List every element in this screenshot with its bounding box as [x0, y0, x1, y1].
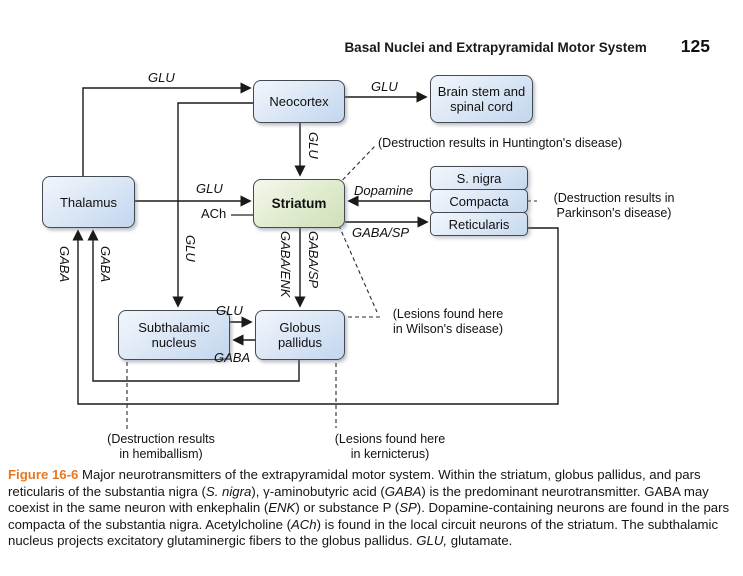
edge-label-gaba-sp-vertical: GABA/SP [306, 231, 321, 289]
box-striatum-label: Striatum [271, 196, 327, 211]
box-neocortex-label: Neocortex [269, 94, 329, 109]
box-snigra-compacta: Compacta [430, 189, 528, 213]
annotation-parkinson: (Destruction results in Parkinson's dise… [538, 191, 690, 221]
box-thalamus-label: Thalamus [59, 194, 118, 210]
snigra-reticularis-label: Reticularis [448, 216, 510, 232]
annotation-huntington: (Destruction results in Huntington's dis… [378, 136, 623, 150]
annotation-wilson-line1: (Lesions found here [392, 307, 504, 321]
annotation-wilson: (Lesions found here in Wilson's disease) [386, 307, 510, 337]
annotation-parkinson-line2: Parkinson's disease) [556, 206, 672, 220]
box-brainstem: Brain stem and spinal cord [430, 75, 533, 123]
arrow-thalamus-to-neocortex [82, 82, 252, 176]
edge-label-glu-thalamus-neocortex: GLU [148, 70, 175, 85]
box-brainstem-line1: Brain stem and [437, 84, 526, 99]
snigra-compacta-label: Compacta [449, 193, 509, 209]
edge-label-gaba-outer-loop: GABA [57, 246, 72, 283]
box-globus-pallidus: Globus pallidus [255, 310, 345, 360]
annotation-wilson-line2: in Wilson's disease) [392, 322, 504, 336]
edge-label-ach: ACh [201, 206, 227, 221]
edge-label-glu-subthalamic-globus: GLU [216, 303, 243, 318]
page-number: 125 [680, 36, 710, 56]
box-thalamus: Thalamus [42, 176, 135, 228]
edge-label-gaba-sp-horizontal: GABA/SP [352, 225, 410, 240]
annotation-hemiballism-line1: (Destruction results [107, 432, 215, 446]
page-header: Basal Nuclei and Extrapyramidal Motor Sy… [344, 36, 710, 57]
box-subthalamic-line1: Subthalamic [138, 320, 210, 335]
annotation-kernicterus-line1: (Lesions found here [334, 432, 446, 446]
box-striatum: Striatum [253, 179, 345, 228]
annotation-hemiballism-line2: in hemiballism) [119, 447, 203, 461]
snigra-title-label: S. nigra [456, 170, 502, 186]
annotation-hemiballism: (Destruction results in hemiballism) [100, 432, 222, 462]
arrow-neocortex-to-subthalamic [172, 102, 253, 308]
edge-label-dopamine: Dopamine [354, 183, 414, 198]
annotation-kernicterus-line2: in kernicterus) [350, 447, 430, 461]
edge-label-gaba-globus-subthalamic: GABA [214, 350, 251, 365]
box-globus-line1: Globus [279, 320, 321, 335]
box-neocortex: Neocortex [253, 80, 345, 123]
box-brainstem-line2: spinal cord [450, 99, 513, 114]
edge-label-glu-thalamus-striatum: GLU [196, 181, 223, 196]
box-subthalamic: Subthalamic nucleus [118, 310, 230, 360]
figure-caption: Figure 16-6 Major neurotransmitters of t… [8, 467, 730, 549]
edge-label-gaba-enk: GABA/ENK [278, 231, 293, 298]
edge-label-glu-neocortex-striatum: GLU [306, 132, 321, 159]
annotation-kernicterus: (Lesions found here in kernicterus) [327, 432, 453, 462]
edge-label-gaba-inner-loop: GABA [98, 246, 113, 283]
box-snigra-title: S. nigra [430, 166, 528, 190]
annotation-parkinson-line1: (Destruction results in [553, 191, 675, 205]
box-globus-line2: pallidus [277, 335, 323, 350]
box-snigra-reticularis: Reticularis [430, 212, 528, 236]
box-substantia-nigra: S. nigra Compacta Reticularis [430, 166, 528, 236]
edge-label-glu-neocortex-brainstem: GLU [371, 79, 398, 94]
box-subthalamic-line2: nucleus [151, 335, 197, 350]
running-head-title: Basal Nuclei and Extrapyramidal Motor Sy… [344, 40, 647, 55]
edge-label-glu-neocortex-subthalamic: GLU [183, 235, 198, 262]
